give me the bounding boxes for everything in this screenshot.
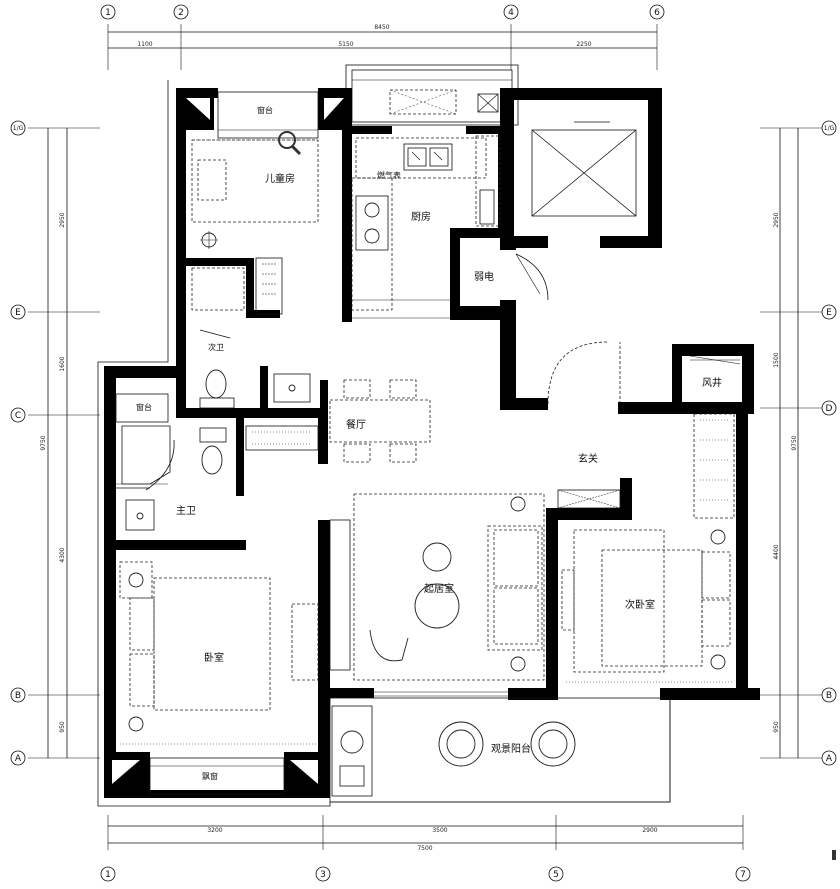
right-dimension-chain: 2950 1500 4400 950 9750 xyxy=(760,127,822,759)
top-total-dim: 8450 xyxy=(374,24,389,31)
grid-bottom-3: 3 xyxy=(320,870,326,880)
living-room-label: 起居室 xyxy=(424,582,454,595)
grid-right-1g: 1/G xyxy=(824,125,835,132)
grid-right-e: E xyxy=(826,308,832,318)
left-dim-2: 1600 xyxy=(59,356,66,371)
doors xyxy=(116,253,621,491)
top-dim-1: 1100 xyxy=(137,41,152,48)
gas-meter-label: 燃气表 xyxy=(377,170,401,180)
grid-left-1g: 1/G xyxy=(13,125,24,132)
entrance-cabinet xyxy=(557,413,735,519)
bottom-dim-2: 3500 xyxy=(432,827,447,834)
bedroom-label: 卧室 xyxy=(204,651,224,664)
grid-right-b: B xyxy=(826,691,832,701)
dining-label: 餐厅 xyxy=(346,418,366,431)
right-total-dim: 9750 xyxy=(791,435,798,450)
elevator xyxy=(531,121,637,217)
bottom-total-dim: 7500 xyxy=(417,845,432,852)
bottom-dimension-chain: 3200 3500 2900 7500 xyxy=(107,815,744,852)
air-shaft-label: 风井 xyxy=(702,376,722,389)
grid-top-6: 6 xyxy=(654,8,660,18)
entrance-label: 玄关 xyxy=(578,452,598,465)
right-grid-markers: 1/G E D B A xyxy=(821,120,837,766)
grid-bottom-1: 1 xyxy=(105,870,111,880)
view-balcony-label: 观景阳台 xyxy=(491,742,531,755)
grid-top-1: 1 xyxy=(105,8,111,18)
grid-left-c: C xyxy=(15,411,21,421)
bottom-dim-1: 3200 xyxy=(207,827,222,834)
right-dim-4: 950 xyxy=(773,721,780,733)
grid-right-a: A xyxy=(826,754,833,764)
secondary-bath-fixtures xyxy=(191,257,311,409)
left-dim-3: 4300 xyxy=(59,547,66,562)
top-dim-3: 2250 xyxy=(576,41,591,48)
top-grid-markers: 1 2 4 6 xyxy=(100,4,665,20)
left-dim-4: 950 xyxy=(59,721,66,733)
bottom-grid-markers: 1 3 5 7 xyxy=(100,866,751,882)
child-bedroom-furniture xyxy=(191,139,319,249)
kitchen-label: 厨房 xyxy=(411,210,431,223)
magnifier-icon xyxy=(278,131,302,156)
secondary-bath-label: 次卫 xyxy=(208,342,224,352)
windows xyxy=(115,91,671,803)
grid-bottom-5: 5 xyxy=(553,870,559,880)
balcony-top-fixtures xyxy=(352,79,512,115)
left-total-dim: 9750 xyxy=(40,435,47,450)
weak-current-label: 弱电 xyxy=(474,270,494,283)
top-dim-2: 5150 xyxy=(338,41,353,48)
second-bedroom-label: 次卧室 xyxy=(625,598,655,611)
window-label-top: 窗台 xyxy=(257,105,273,115)
grid-top-2: 2 xyxy=(178,8,184,18)
bath-window-label: 窗台 xyxy=(136,402,152,412)
left-dim-1: 2950 xyxy=(59,212,66,227)
left-dimension-chain: 2950 1600 4300 950 9750 xyxy=(28,127,100,759)
grid-left-e: E xyxy=(15,308,21,318)
bedroom-furniture xyxy=(119,561,318,745)
walls xyxy=(104,88,760,798)
right-dim-2: 1500 xyxy=(773,352,780,367)
room-labels: 窗台 儿童房 燃气表 厨房 弱电 风井 次卫 餐厅 玄关 窗台 主卫 起居室 次… xyxy=(136,105,722,781)
grid-left-b: B xyxy=(15,691,21,701)
dining-furniture xyxy=(245,379,431,463)
window-label-bottom: 飘窗 xyxy=(202,771,218,781)
left-grid-markers: 1/G E C B A xyxy=(10,120,26,766)
child-bedroom-label: 儿童房 xyxy=(265,172,295,185)
balcony-furniture xyxy=(331,705,576,797)
living-furniture xyxy=(291,493,545,681)
top-dimension-chain: 8450 1100 5150 2250 xyxy=(107,24,658,70)
grid-left-a: A xyxy=(15,754,22,764)
bottom-dim-3: 2900 xyxy=(642,827,657,834)
grid-right-d: D xyxy=(826,404,833,414)
second-bedroom-furniture xyxy=(561,529,734,683)
grid-bottom-7: 7 xyxy=(740,870,746,880)
column-details xyxy=(112,98,344,784)
grid-top-4: 4 xyxy=(508,8,514,18)
corner-mark xyxy=(832,850,836,860)
master-bath-fixtures xyxy=(116,425,227,531)
right-dim-3: 4400 xyxy=(773,544,780,559)
air-shaft-detail xyxy=(689,355,741,365)
kitchen-fixtures xyxy=(351,135,501,319)
master-bath-label: 主卫 xyxy=(176,505,196,517)
right-dim-1: 2950 xyxy=(773,212,780,227)
